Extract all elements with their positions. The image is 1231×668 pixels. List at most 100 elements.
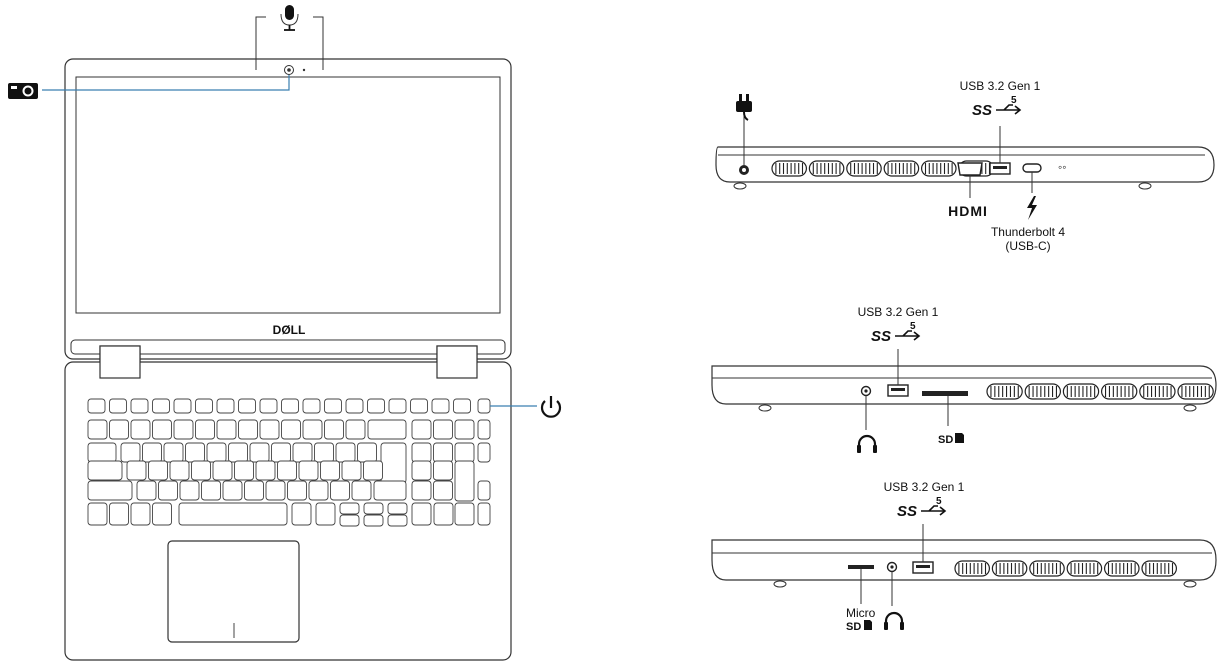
keyboard-key: [126, 460, 147, 481]
keyboard-key: [212, 460, 233, 481]
keyboard-key: [259, 419, 280, 440]
vent-segment: [920, 160, 957, 177]
microphone-icon: [280, 5, 299, 31]
keyboard-key: [363, 514, 384, 527]
keyboard-key: [411, 480, 432, 501]
keyboard-key: [477, 419, 491, 440]
display-lid: [64, 58, 512, 360]
keyboard-key: [238, 398, 256, 414]
vent-segment: [1029, 560, 1065, 577]
keyboard-key: [373, 480, 407, 501]
keyboard-key: [363, 460, 383, 481]
keyboard-key: [109, 398, 127, 414]
keyboard-key: [222, 480, 243, 501]
usb-label: USB 3.2 Gen 1: [960, 79, 1041, 93]
keyboard-key: [185, 442, 205, 463]
keyboard-key: [380, 442, 407, 484]
keyboard-key: [87, 442, 117, 463]
usb-a-port: [887, 349, 909, 397]
keyboard-key: [136, 480, 157, 501]
keyboard-key: [234, 460, 254, 481]
keyboard-key: [191, 460, 211, 481]
keyboard-key: [314, 442, 334, 463]
keyboard-key: [433, 480, 453, 501]
keyboard-key: [454, 419, 475, 440]
vent-segment: [1177, 383, 1214, 400]
vent-segment: [771, 160, 808, 177]
keyboard-key: [173, 398, 192, 414]
svg-text:SS: SS: [871, 328, 891, 345]
headphone-icon: [857, 434, 877, 453]
power-icon: [540, 396, 562, 418]
camera-icon: [8, 83, 38, 99]
keyboard-key: [277, 460, 297, 481]
keyboard-key: [179, 480, 200, 501]
keyboard-key: [411, 502, 432, 526]
power-button[interactable]: [477, 398, 491, 414]
keyboard-key: [109, 419, 129, 440]
thunderbolt-sub-label: (USB-C): [1005, 239, 1050, 253]
keyboard-key: [201, 480, 221, 501]
keyboard-key: [130, 398, 149, 414]
keyboard-key: [87, 502, 108, 526]
vent-segment: [846, 160, 882, 177]
keyboard-key: [130, 419, 151, 440]
keyboard-key: [302, 419, 323, 440]
keyboard-key: [265, 480, 286, 501]
keyboard-key: [477, 480, 491, 501]
keyboard-key: [238, 419, 258, 440]
vent-segment: [808, 160, 845, 177]
usb-ss5-icon: SS 5: [871, 321, 921, 345]
keyboard-key: [351, 480, 372, 501]
keyboard-key: [152, 419, 172, 440]
keyboard-key: [87, 419, 108, 440]
keyboard-key: [281, 398, 299, 414]
keyboard-key: [216, 398, 235, 414]
vent-segment: [954, 560, 991, 577]
keyboard-key: [271, 442, 291, 463]
air-vent: [954, 560, 1178, 577]
keyboard-key: [195, 419, 215, 440]
vent-segment: [883, 160, 920, 177]
power-plug-icon: [736, 94, 752, 121]
vent-segment: [1024, 383, 1061, 400]
sd-card-icon: [864, 620, 872, 630]
vent-segment: [1103, 560, 1140, 577]
vent-segment: [991, 560, 1028, 577]
sd-label: SD: [938, 434, 953, 446]
keyboard-key: [411, 442, 432, 463]
keyboard-key: [255, 460, 276, 481]
dell-logo: DØLL: [273, 323, 306, 337]
keyboard-key: [477, 502, 491, 526]
keyboard-key: [324, 398, 342, 414]
power-port: [736, 94, 752, 175]
vent-segment: [1139, 383, 1176, 400]
keyboard-key: [244, 480, 264, 501]
svg-text:SS: SS: [972, 102, 992, 119]
audio-jack: [860, 385, 872, 430]
keyboard-key: [148, 460, 168, 481]
keyboard-key: [454, 442, 475, 463]
keyboard-key: [454, 502, 475, 526]
keyboard-key: [152, 502, 172, 526]
air-vent: [986, 383, 1214, 400]
sd-label-group: SD: [938, 433, 964, 446]
hdmi-label: HDMI: [948, 203, 988, 219]
keyboard-key: [130, 502, 151, 526]
keyboard-key: [345, 419, 366, 440]
keyboard-key: [152, 398, 170, 414]
keyboard-key: [302, 398, 321, 414]
keyboard-key: [433, 419, 453, 440]
keyboard-key: [433, 442, 453, 463]
usb-a-port: [989, 126, 1011, 175]
keyboard-key: [178, 502, 288, 526]
microphone-callout: [255, 5, 324, 70]
keyboard-key: [387, 502, 408, 515]
keyboard-key: [259, 398, 278, 414]
keyboard-key: [433, 460, 453, 481]
vent-segment: [1100, 383, 1138, 400]
keyboard-key: [477, 442, 491, 463]
vent-segment: [1066, 560, 1103, 577]
keyboard-key: [411, 460, 432, 481]
microsd-slot: [848, 565, 874, 604]
